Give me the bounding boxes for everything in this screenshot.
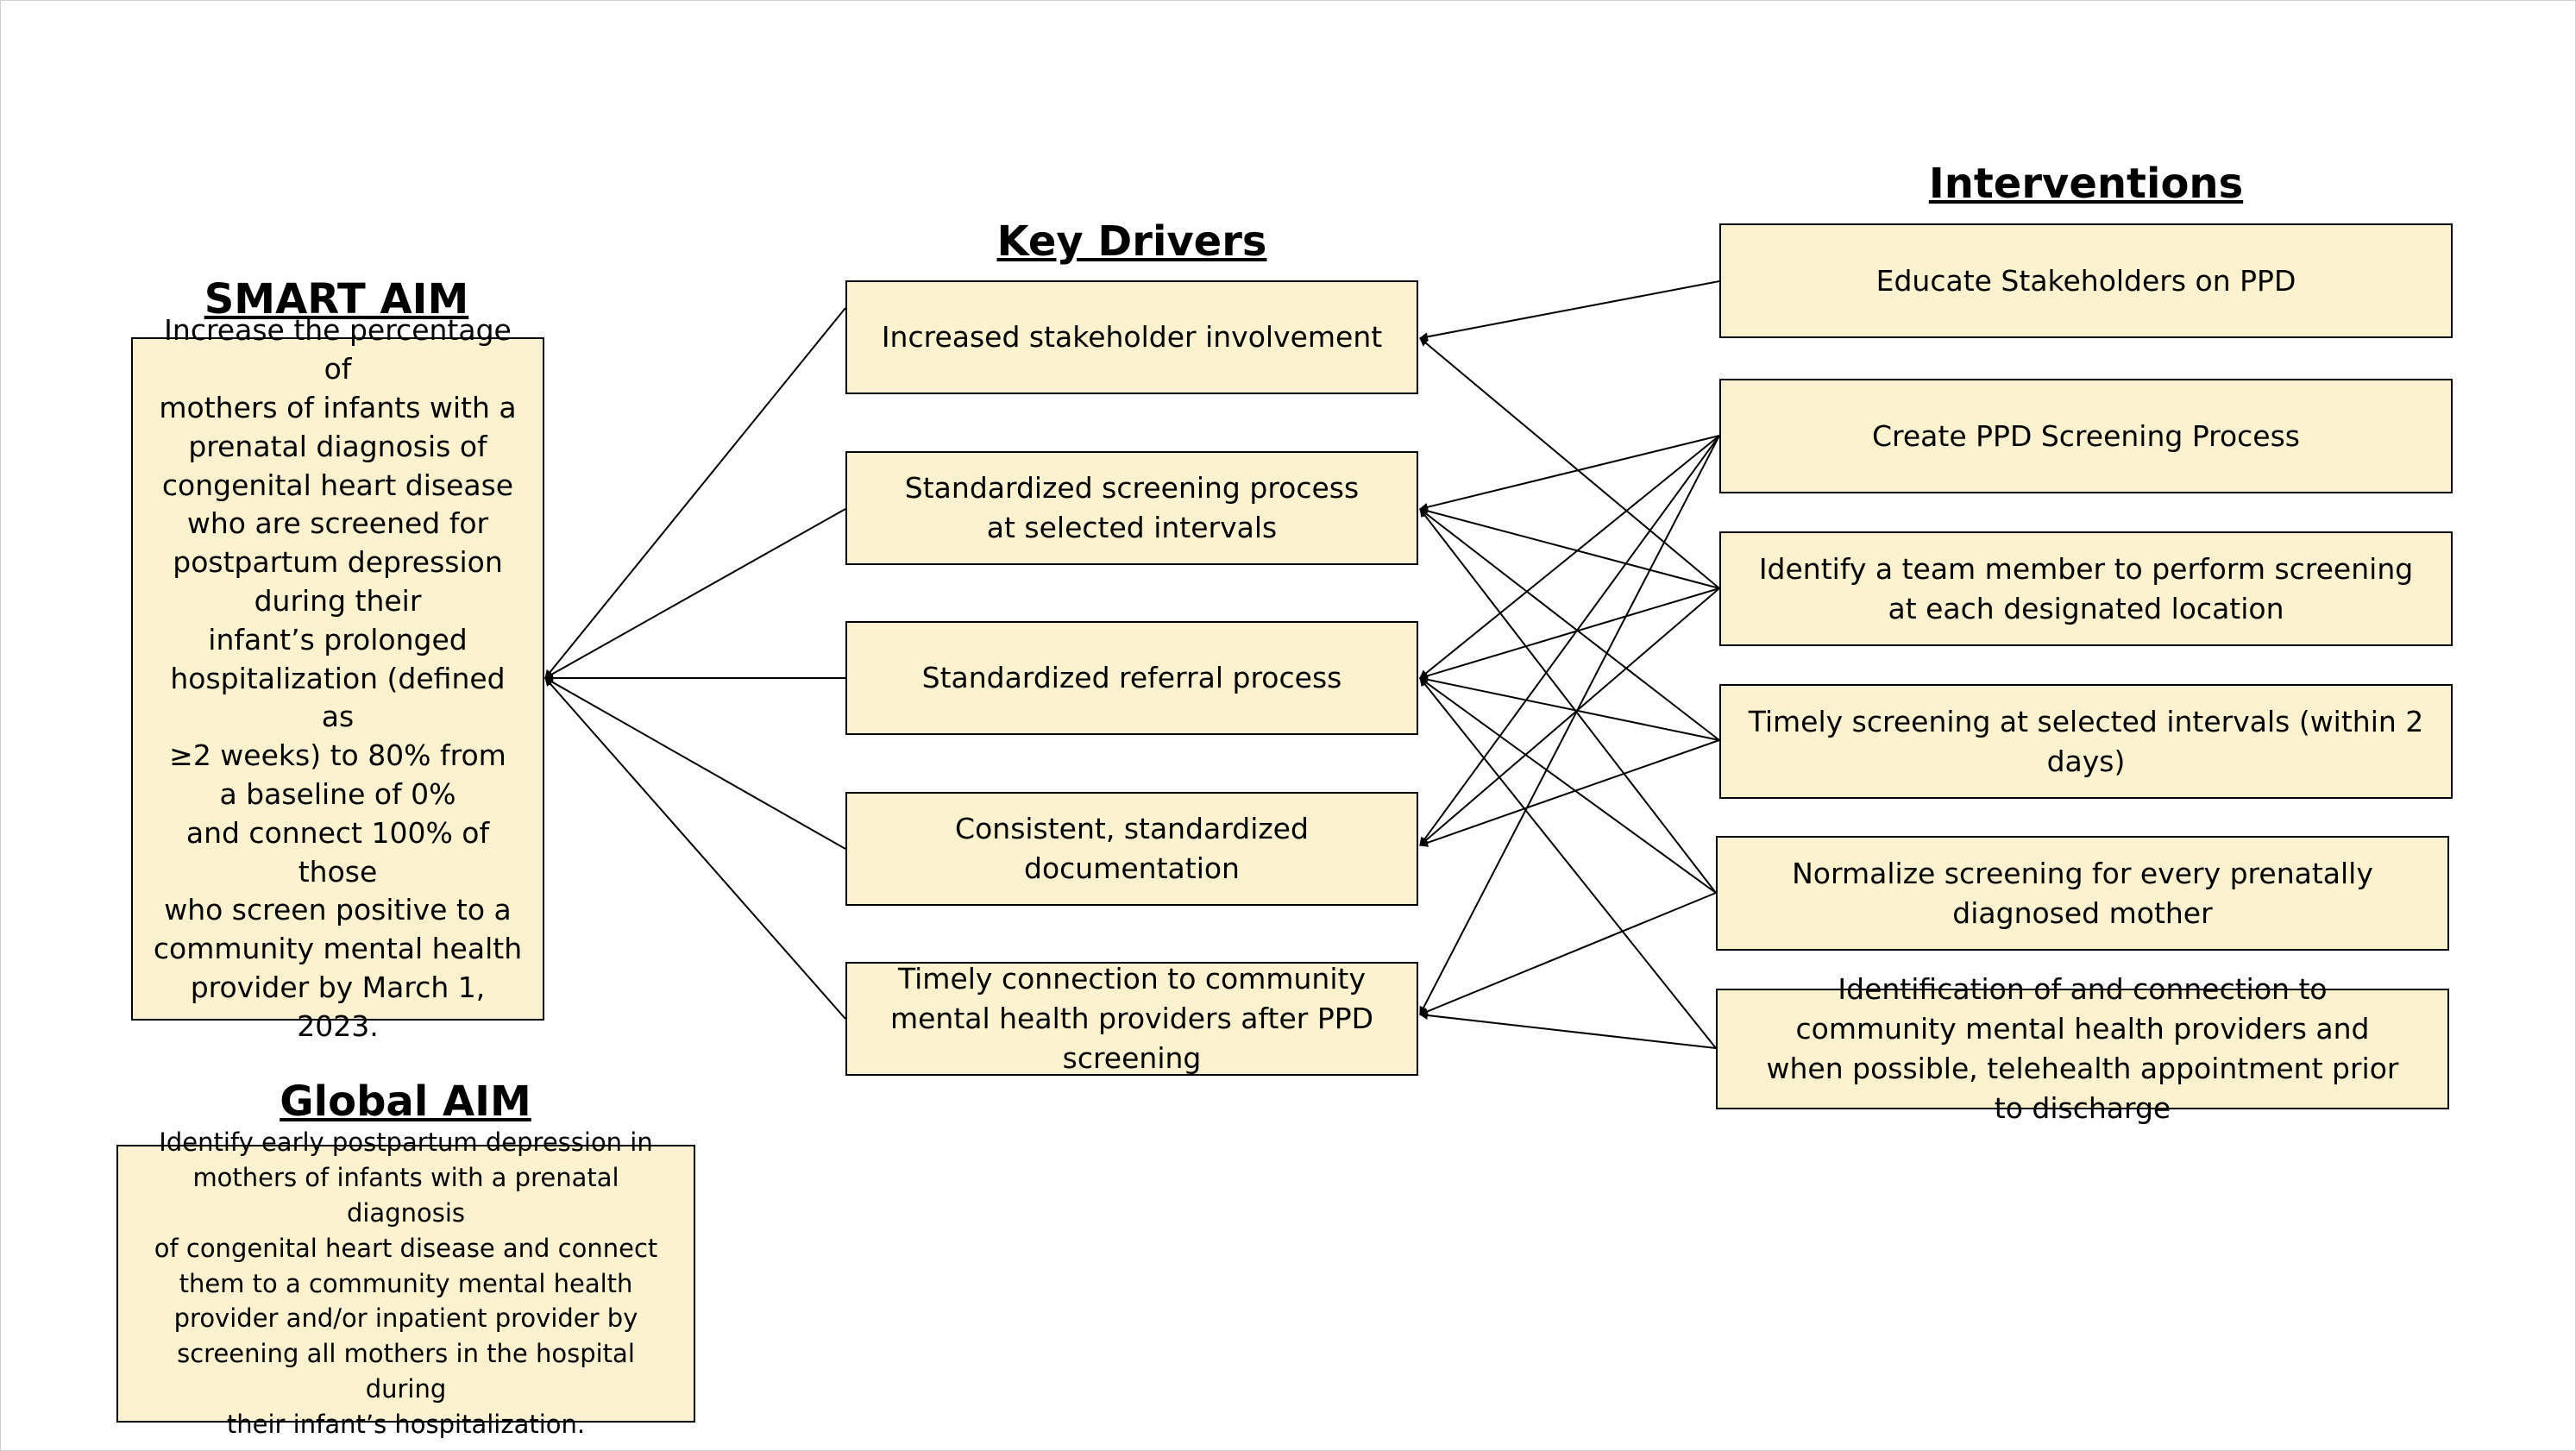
- intervention-link-line-3-3: [1419, 739, 1720, 847]
- intervention-link-line-2-1: [1419, 506, 1720, 589]
- intervention-link-line-2-2: [1419, 587, 1720, 681]
- intervention-box-team-member: Identify a team member to perform screen…: [1719, 531, 2453, 646]
- aim-link-line-1: [544, 508, 846, 679]
- global-aim-heading: Global AIM: [280, 1077, 531, 1126]
- driver-box-documentation: Consistent, standardized documentation: [845, 792, 1418, 906]
- intervention-link-line-4-2: [1419, 677, 1717, 894]
- intervention-link-line-1-4: [1419, 435, 1720, 1015]
- intervention-link-line-1-3: [1419, 435, 1720, 846]
- intervention-link-line-4-4: [1419, 892, 1717, 1016]
- intervention-link-line-5-2: [1419, 677, 1717, 1049]
- intervention-link-line-1-2: [1419, 435, 1720, 679]
- aim-link-line-0: [544, 307, 846, 679]
- global-aim-text: Identify early postpartum depression in …: [154, 1128, 658, 1439]
- intervention-link-line-1-1: [1419, 435, 1720, 512]
- intervention-box-community-connection: Identification of and connection to comm…: [1716, 972, 2449, 1125]
- driver-box-screening-process: Standardized screening process at select…: [845, 451, 1418, 565]
- intervention-box-create-process: Create PPD Screening Process: [1719, 379, 2453, 493]
- intervention-box-timely-screening: Timely screening at selected intervals (…: [1719, 684, 2453, 799]
- driver-box-timely-connection: Timely connection to community mental he…: [845, 962, 1418, 1076]
- aim-link-line-3: [544, 677, 846, 850]
- intervention-link-line-5-4: [1419, 1011, 1717, 1049]
- driver-box-stakeholder-involvement: Increased stakeholder involvement: [845, 280, 1418, 394]
- smart-aim-box: Increase the percentage of mothers of in…: [131, 313, 544, 1043]
- driver-box-referral-process: Standardized referral process: [845, 621, 1418, 735]
- intervention-link-line-4-1: [1419, 508, 1717, 894]
- smart-aim-text: Increase the percentage of mothers of in…: [153, 313, 523, 1043]
- intervention-link-line-0-0: [1419, 280, 1720, 342]
- intervention-link-line-2-3: [1419, 587, 1720, 846]
- key-drivers-heading: Key Drivers: [996, 217, 1267, 266]
- aim-link-line-4: [544, 677, 846, 1020]
- intervention-link-line-3-1: [1419, 508, 1720, 741]
- intervention-link-line-3-2: [1419, 675, 1720, 741]
- smart-aim-heading: SMART AIM: [204, 275, 469, 323]
- intervention-link-line-2-0: [1419, 337, 1720, 589]
- interventions-heading: Interventions: [1928, 160, 2244, 208]
- global-aim-box: Identify early postpartum depression in …: [116, 1128, 695, 1439]
- intervention-box-normalize: Normalize screening for every prenatally…: [1716, 836, 2449, 951]
- intervention-box-educate: Educate Stakeholders on PPD: [1719, 223, 2453, 338]
